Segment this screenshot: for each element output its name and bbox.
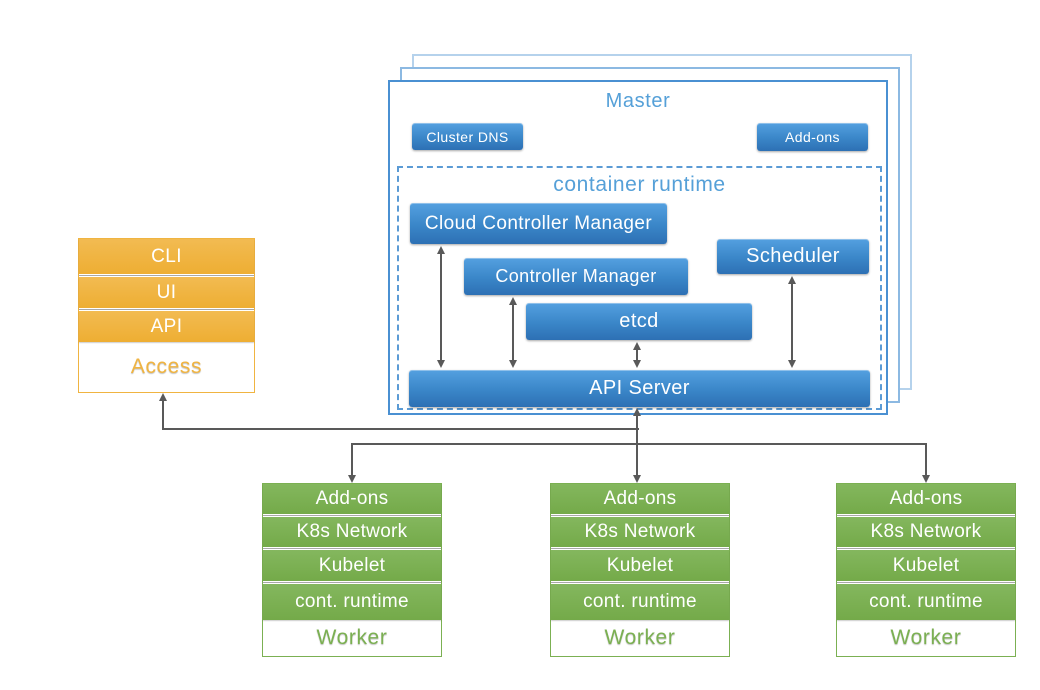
worker-row-addons: Add-ons bbox=[551, 484, 729, 514]
access-row-cli: CLI bbox=[79, 239, 254, 274]
worker-row-kubelet: Kubelet bbox=[263, 550, 441, 581]
worker-row-kubelet: Kubelet bbox=[837, 550, 1015, 581]
access-row-api: API bbox=[79, 311, 254, 342]
worker-row-k8s-network: K8s Network bbox=[263, 517, 441, 547]
arrow-scheduler-apiserver bbox=[788, 276, 796, 368]
master-title: Master bbox=[605, 90, 671, 112]
row-divider bbox=[79, 308, 254, 311]
worker-row-k8s-network: K8s Network bbox=[837, 517, 1015, 547]
worker-row-kubelet: Kubelet bbox=[551, 550, 729, 581]
arrow-etcd-apiserver bbox=[633, 342, 641, 368]
worker-label: Worker bbox=[890, 626, 962, 649]
row-divider bbox=[551, 581, 729, 584]
arrow-controllermanager-apiserver bbox=[509, 297, 517, 368]
cluster-dns-box: Cluster DNS bbox=[412, 123, 523, 150]
row-divider bbox=[837, 547, 1015, 550]
row-divider bbox=[837, 581, 1015, 584]
controller-manager-box: Controller Manager bbox=[464, 258, 688, 295]
access-label: Access bbox=[130, 355, 203, 378]
row-divider bbox=[551, 514, 729, 517]
arrow-ccm-apiserver bbox=[437, 246, 445, 368]
arrow-into-access bbox=[159, 393, 167, 430]
worker-label: Worker bbox=[604, 626, 676, 649]
worker-row-k8s-network: K8s Network bbox=[551, 517, 729, 547]
api-server-box: API Server bbox=[409, 370, 870, 407]
worker-label: Worker bbox=[316, 626, 388, 649]
worker-node-box: Add-ons K8s Network Kubelet cont. runtim… bbox=[550, 483, 730, 657]
row-divider bbox=[551, 547, 729, 550]
worker-row-cont-runtime: cont. runtime bbox=[551, 584, 729, 620]
row-divider bbox=[263, 514, 441, 517]
scheduler-box: Scheduler bbox=[717, 239, 869, 274]
worker-row-addons: Add-ons bbox=[263, 484, 441, 514]
access-row-ui: UI bbox=[79, 277, 254, 308]
arrow-into-worker-left bbox=[348, 443, 356, 483]
arrow-apiserver-workers-trunk bbox=[633, 408, 641, 483]
connector-line-workers bbox=[352, 443, 927, 445]
connector-line-access bbox=[163, 428, 639, 430]
worker-row-cont-runtime: cont. runtime bbox=[263, 584, 441, 620]
row-divider bbox=[837, 514, 1015, 517]
etcd-box: etcd bbox=[526, 303, 752, 340]
container-runtime-title: container runtime bbox=[553, 173, 726, 196]
worker-node-box: Add-ons K8s Network Kubelet cont. runtim… bbox=[836, 483, 1016, 657]
worker-node-box: Add-ons K8s Network Kubelet cont. runtim… bbox=[262, 483, 442, 657]
worker-row-addons: Add-ons bbox=[837, 484, 1015, 514]
arrow-into-worker-right bbox=[922, 443, 930, 483]
row-divider bbox=[263, 581, 441, 584]
access-node-box: CLI UI API Access bbox=[78, 238, 255, 393]
master-addons-box: Add-ons bbox=[757, 123, 868, 151]
row-divider bbox=[263, 547, 441, 550]
row-divider bbox=[79, 274, 254, 277]
cloud-controller-manager-box: Cloud Controller Manager bbox=[410, 203, 667, 244]
worker-row-cont-runtime: cont. runtime bbox=[837, 584, 1015, 620]
